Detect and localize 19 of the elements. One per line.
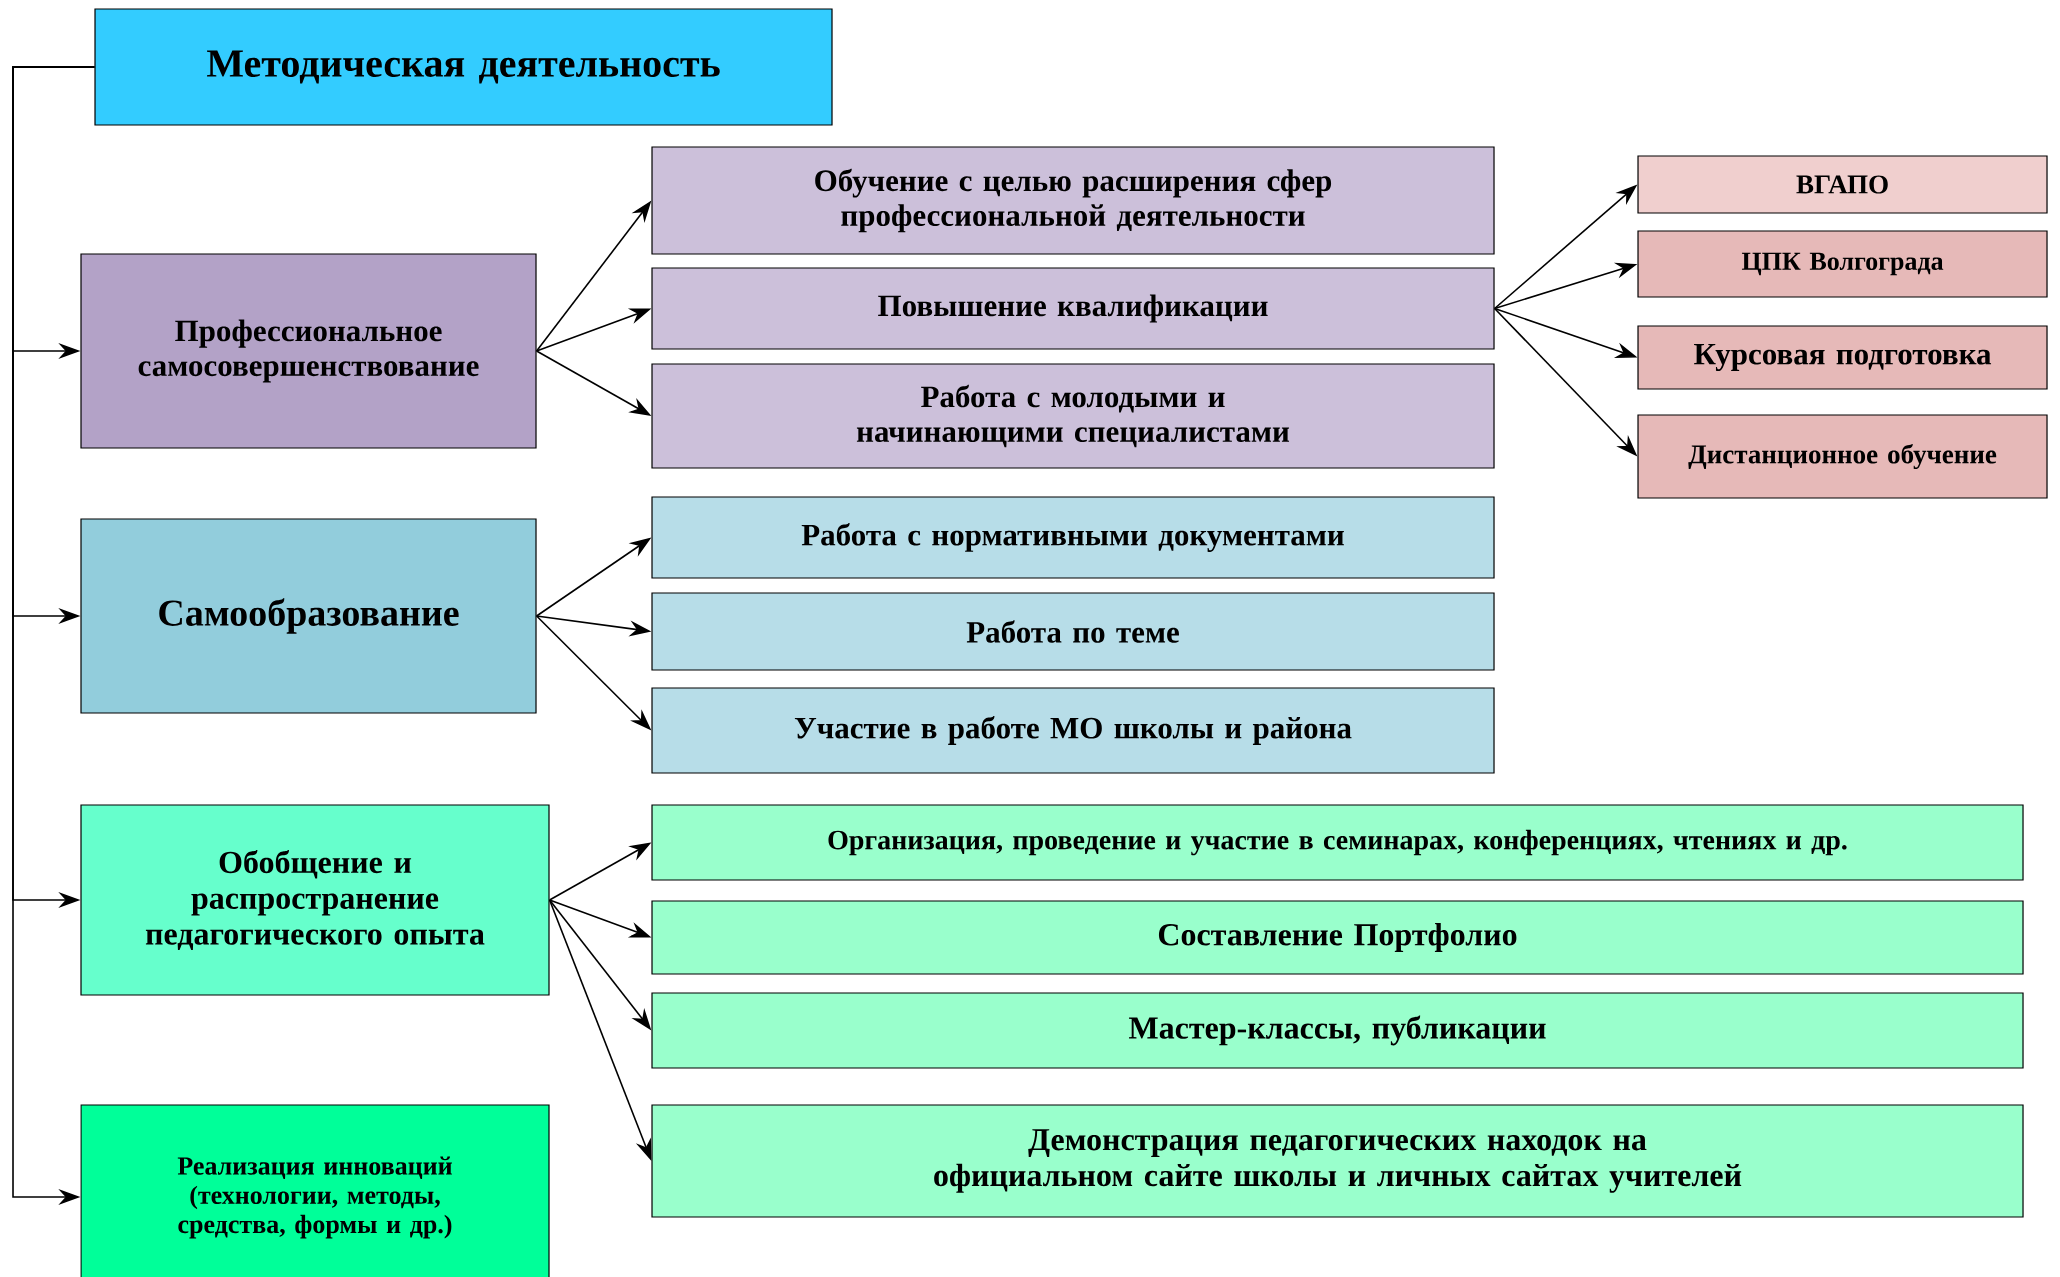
title-box: Методическая деятельность xyxy=(94,8,833,126)
process-box: Обучение с целью расширения сфер профессиональной деятельности xyxy=(651,146,1495,255)
process-box: Профессиональное самосовершенствование xyxy=(80,253,537,449)
process-box: Участие в работе МО школы и района xyxy=(651,687,1495,774)
process-box: Работа с молодыми и начинающими специалистами xyxy=(651,363,1495,469)
process-box: ЦПК Волгограда xyxy=(1637,230,2048,298)
process-box: Самообразование xyxy=(80,518,537,714)
process-box: Дистанционное обучение xyxy=(1637,414,2048,499)
process-box: Курсовая подготовка xyxy=(1637,325,2048,390)
process-box: Демонстрация педагогических находок на официальном сайте школы и личных сайтах учителей xyxy=(651,1104,2024,1218)
process-box: Составление Портфолио xyxy=(651,900,2024,975)
process-box: Организация, проведение и участие в семинарах, конференциях, чтениях и др. xyxy=(651,804,2024,881)
process-box: Работа по теме xyxy=(651,592,1495,671)
process-box: Работа с нормативными документами xyxy=(651,496,1495,579)
process-box: Реализация инноваций (технологии, методы, средства, формы и др.) xyxy=(80,1104,550,1277)
process-box: Повышение квалификации xyxy=(651,267,1495,350)
process-box: Мастер-классы, публикации xyxy=(651,992,2024,1069)
process-box: ВГАПО xyxy=(1637,155,2048,214)
process-box: Обобщение и распространение педагогического опыта xyxy=(80,804,550,996)
